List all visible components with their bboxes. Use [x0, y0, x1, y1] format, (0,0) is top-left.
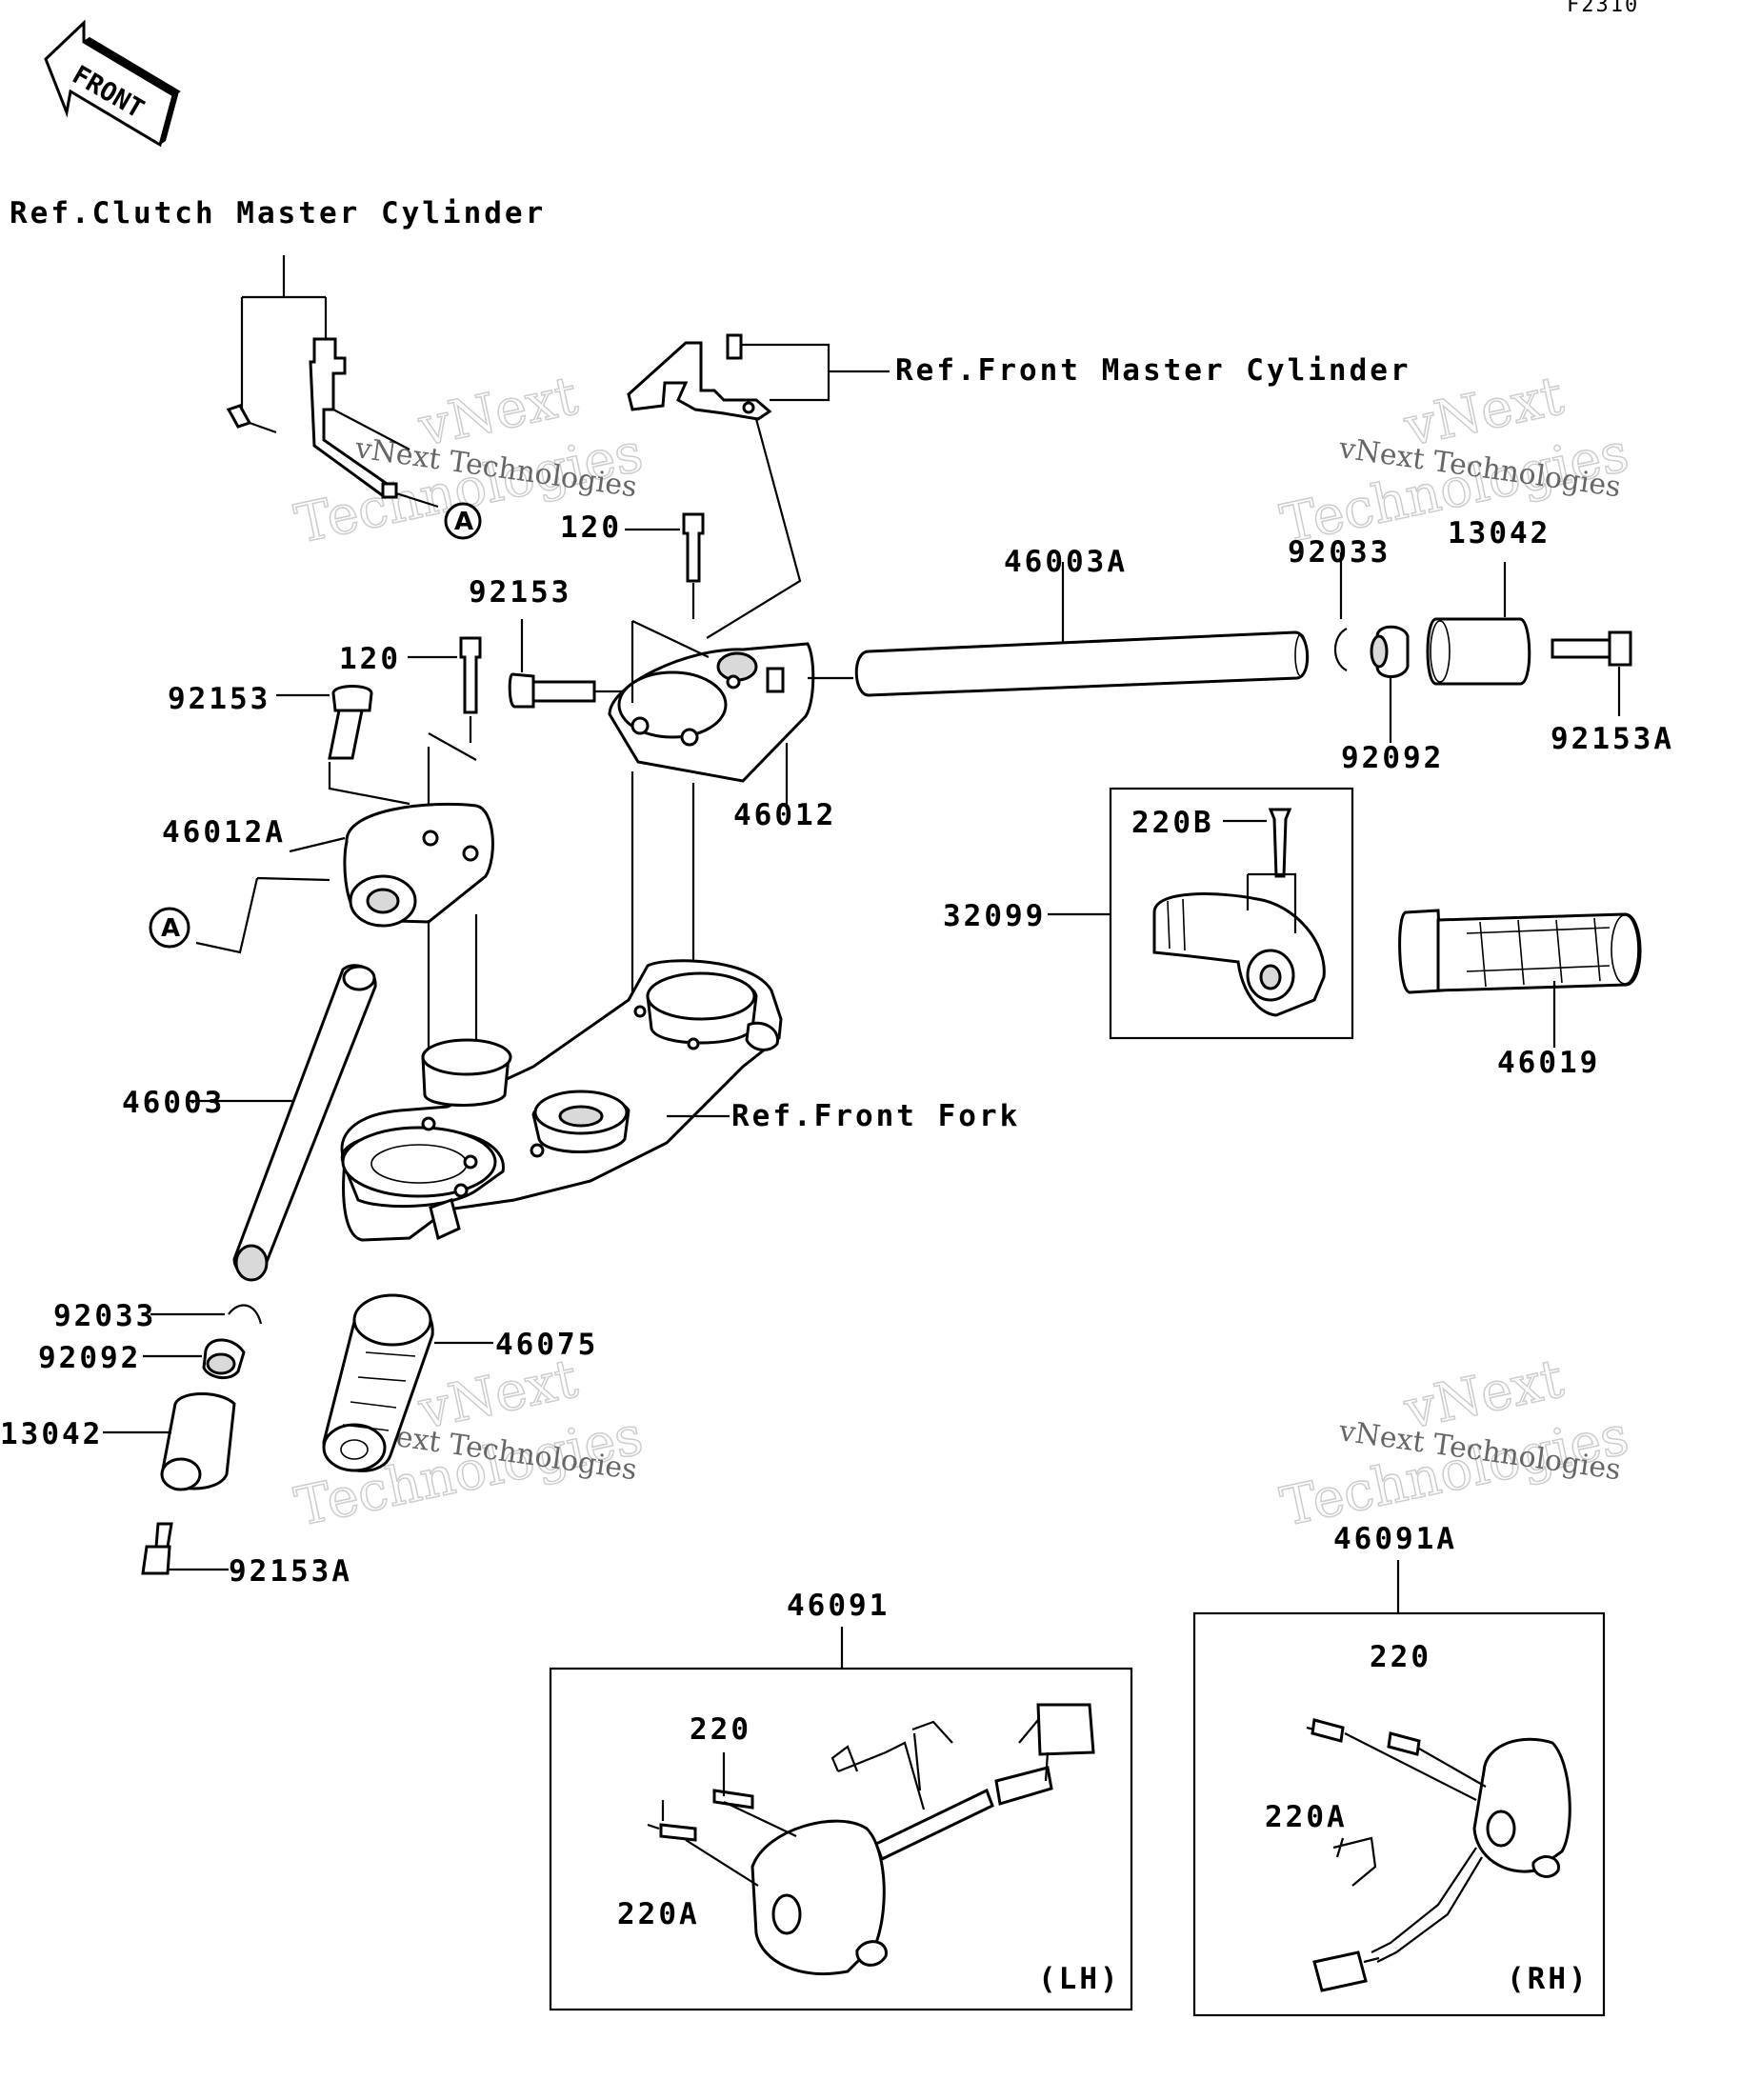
right-end-parts [1333, 552, 1632, 743]
label-46019: 46019 [1497, 1046, 1600, 1080]
label-92153-top: 92153 [469, 575, 571, 610]
label-220-rh: 220 [1370, 1640, 1431, 1674]
connector-a-top: A [454, 508, 473, 536]
bolt-92153-left [276, 685, 373, 760]
bolt-120-top [625, 512, 705, 619]
right-grip [1398, 909, 1642, 1048]
front-master-bracket [627, 333, 890, 639]
left-handlebar-clamp: A [149, 732, 494, 1143]
label-120-left: 120 [339, 642, 401, 676]
label-92092-right: 92092 [1341, 741, 1444, 775]
connector-a-left: A [161, 914, 180, 943]
label-46091A: 46091A [1333, 1522, 1457, 1556]
ref-clutch-master-cylinder: Ref.Clutch Master Cylinder [10, 196, 546, 230]
label-220-lh: 220 [690, 1712, 751, 1747]
label-lh: (LH) [1038, 1962, 1121, 1996]
label-92153A-right: 92153A [1551, 722, 1674, 756]
rh-switch-box [1192, 1560, 1606, 2017]
label-rh: (RH) [1507, 1962, 1590, 1996]
label-92033-left: 92033 [53, 1299, 156, 1333]
left-grip [322, 1293, 493, 1472]
label-92153A-left: 92153A [229, 1554, 352, 1589]
label-46012A: 46012A [162, 815, 286, 850]
connector-a-left-icon [149, 907, 190, 949]
label-92092-left: 92092 [38, 1341, 141, 1375]
front-arrow-icon: FRONT [44, 19, 181, 148]
triple-clamp [340, 959, 783, 1242]
label-92033-right: 92033 [1288, 535, 1391, 570]
label-220A-rh: 220A [1265, 1800, 1348, 1834]
bolt-120-left [408, 636, 482, 743]
handlebar-left-tube [187, 964, 377, 1282]
ref-front-master-cylinder: Ref.Front Master Cylinder [895, 353, 1411, 388]
label-46003A: 46003A [1004, 545, 1128, 579]
label-13042-right: 13042 [1448, 516, 1551, 550]
connector-a-top-icon [444, 502, 482, 540]
left-end-parts [103, 1304, 263, 1575]
ref-front-fork: Ref.Front Fork [731, 1099, 1020, 1133]
label-92153-left: 92153 [168, 682, 270, 716]
label-120-top: 120 [560, 510, 622, 545]
label-32099: 32099 [943, 899, 1046, 933]
throttle-housing-box [1048, 787, 1354, 1040]
bolt-92153-top [508, 619, 625, 709]
label-220B: 220B [1131, 806, 1214, 840]
clutch-bracket: A [226, 255, 482, 540]
lh-switch-box [549, 1627, 1133, 2011]
label-220A-lh: 220A [617, 1897, 700, 1931]
handlebar-right-tube [854, 562, 1310, 697]
label-46075: 46075 [495, 1328, 598, 1362]
label-46012: 46012 [733, 798, 836, 832]
figure-code: F2310 [1567, 0, 1639, 17]
label-13042-left: 13042 [0, 1417, 103, 1451]
label-46091: 46091 [787, 1589, 890, 1623]
label-46003: 46003 [122, 1086, 225, 1120]
